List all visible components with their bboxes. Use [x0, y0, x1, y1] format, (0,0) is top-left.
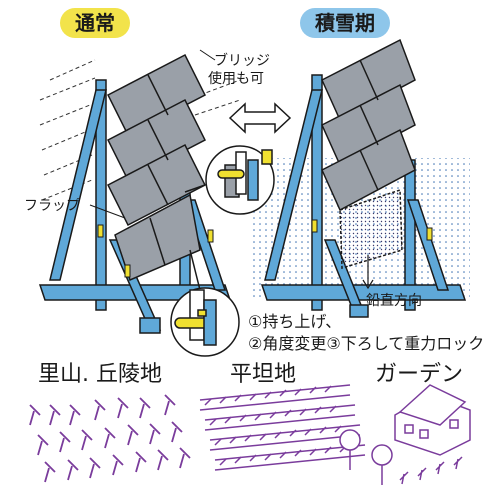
step2-label: ②角度変更③下ろして重力ロック [248, 334, 485, 353]
mountain-field [29, 394, 191, 483]
flap-label: フラップ [24, 198, 80, 214]
vertical-direction-label: 鉛直方向 [366, 293, 422, 309]
garden-label: ガーデン [375, 362, 464, 387]
flat-label: 平坦地 [230, 362, 297, 387]
pins-right [311, 219, 433, 241]
garden-scene [339, 384, 471, 485]
snow-label: 積雪期 [300, 8, 390, 38]
flat-field [199, 384, 366, 471]
pins-left [97, 224, 214, 278]
bridge-label: ブリッジ [214, 53, 270, 69]
double-arrow-icon [228, 102, 292, 134]
summer-label: 通常 [60, 8, 130, 38]
mountain-label: 里山. 丘陵地 [38, 362, 162, 387]
step1-label: ①持ち上げ、 [248, 312, 342, 331]
vertical-arrow [362, 255, 374, 290]
bridge-label-2: 使用も可 [208, 71, 264, 87]
detail-circle-top [184, 145, 275, 215]
detail-circle-bottom [170, 249, 240, 357]
right-stand [260, 38, 467, 318]
